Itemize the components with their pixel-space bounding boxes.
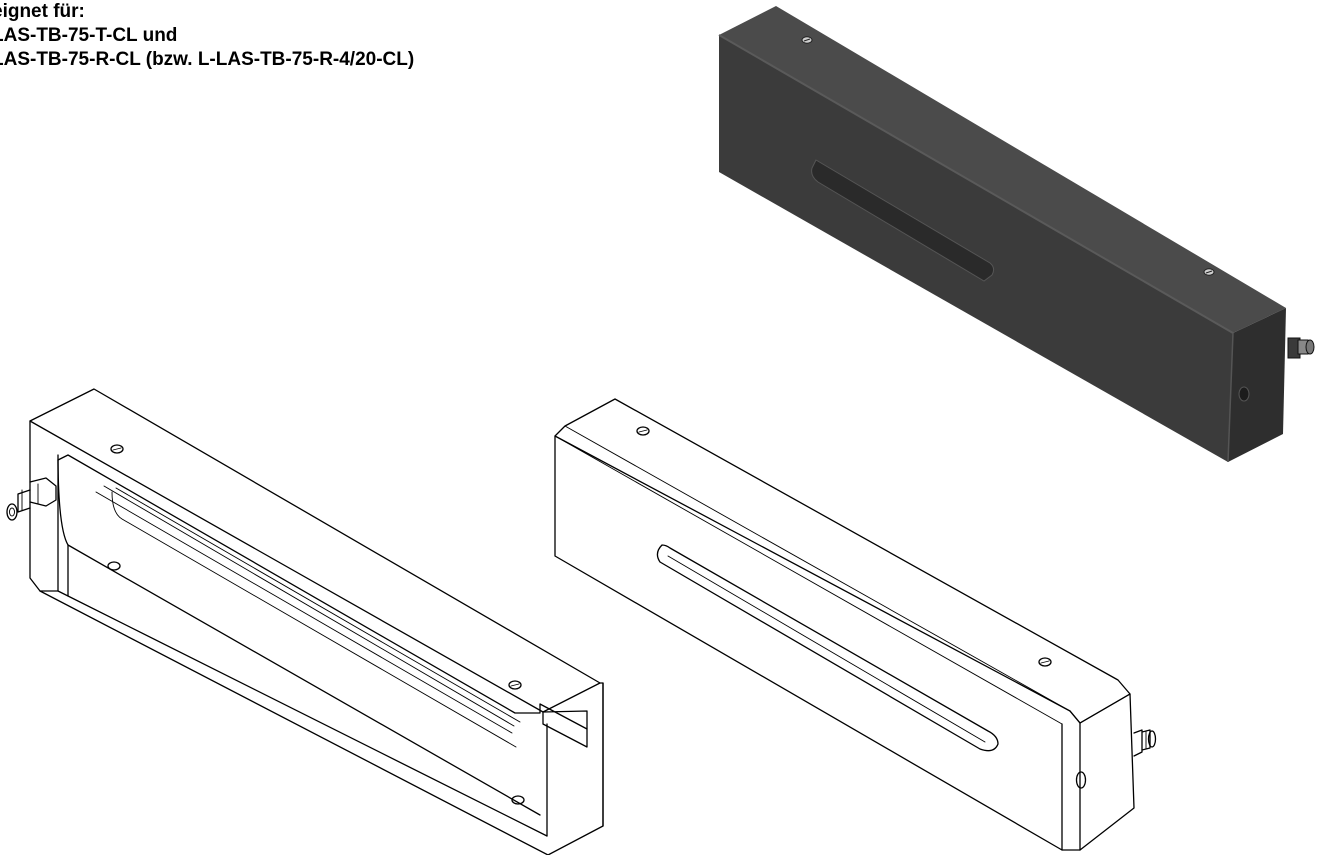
closed-end-hole bbox=[1075, 771, 1087, 789]
frame-screw-top-left bbox=[110, 444, 124, 454]
closed-screw-1 bbox=[636, 426, 650, 436]
housing-front-face bbox=[719, 35, 1233, 462]
open-frame-drawing bbox=[6, 388, 604, 855]
compatibility-caption: eignet für: LAS-TB-75-T-CL und LAS-TB-75… bbox=[0, 0, 414, 72]
housing-end-face bbox=[1228, 308, 1286, 462]
frame-hole-bottom-right bbox=[511, 795, 525, 805]
housing-end-hole bbox=[1238, 386, 1250, 402]
frame-screw-top-right bbox=[508, 680, 522, 690]
housing-top-face bbox=[719, 6, 1286, 333]
caption-line-2: LAS-TB-75-T-CL und bbox=[0, 25, 178, 46]
closed-hose-fitting bbox=[1133, 729, 1157, 757]
rendered-housing bbox=[718, 6, 1315, 463]
frame-hole-bottom-left bbox=[107, 561, 121, 571]
housing-hose-fitting bbox=[1287, 337, 1315, 359]
housing-slot bbox=[811, 159, 995, 282]
closed-screw-2 bbox=[1038, 657, 1052, 667]
frame-hose-fitting bbox=[6, 477, 57, 521]
caption-line-3: LAS-TB-75-R-CL (bzw. L-LAS-TB-75-R-4/20-… bbox=[0, 49, 415, 70]
closed-housing-drawing bbox=[554, 398, 1157, 851]
caption-line-1: eignet für: bbox=[0, 1, 85, 22]
